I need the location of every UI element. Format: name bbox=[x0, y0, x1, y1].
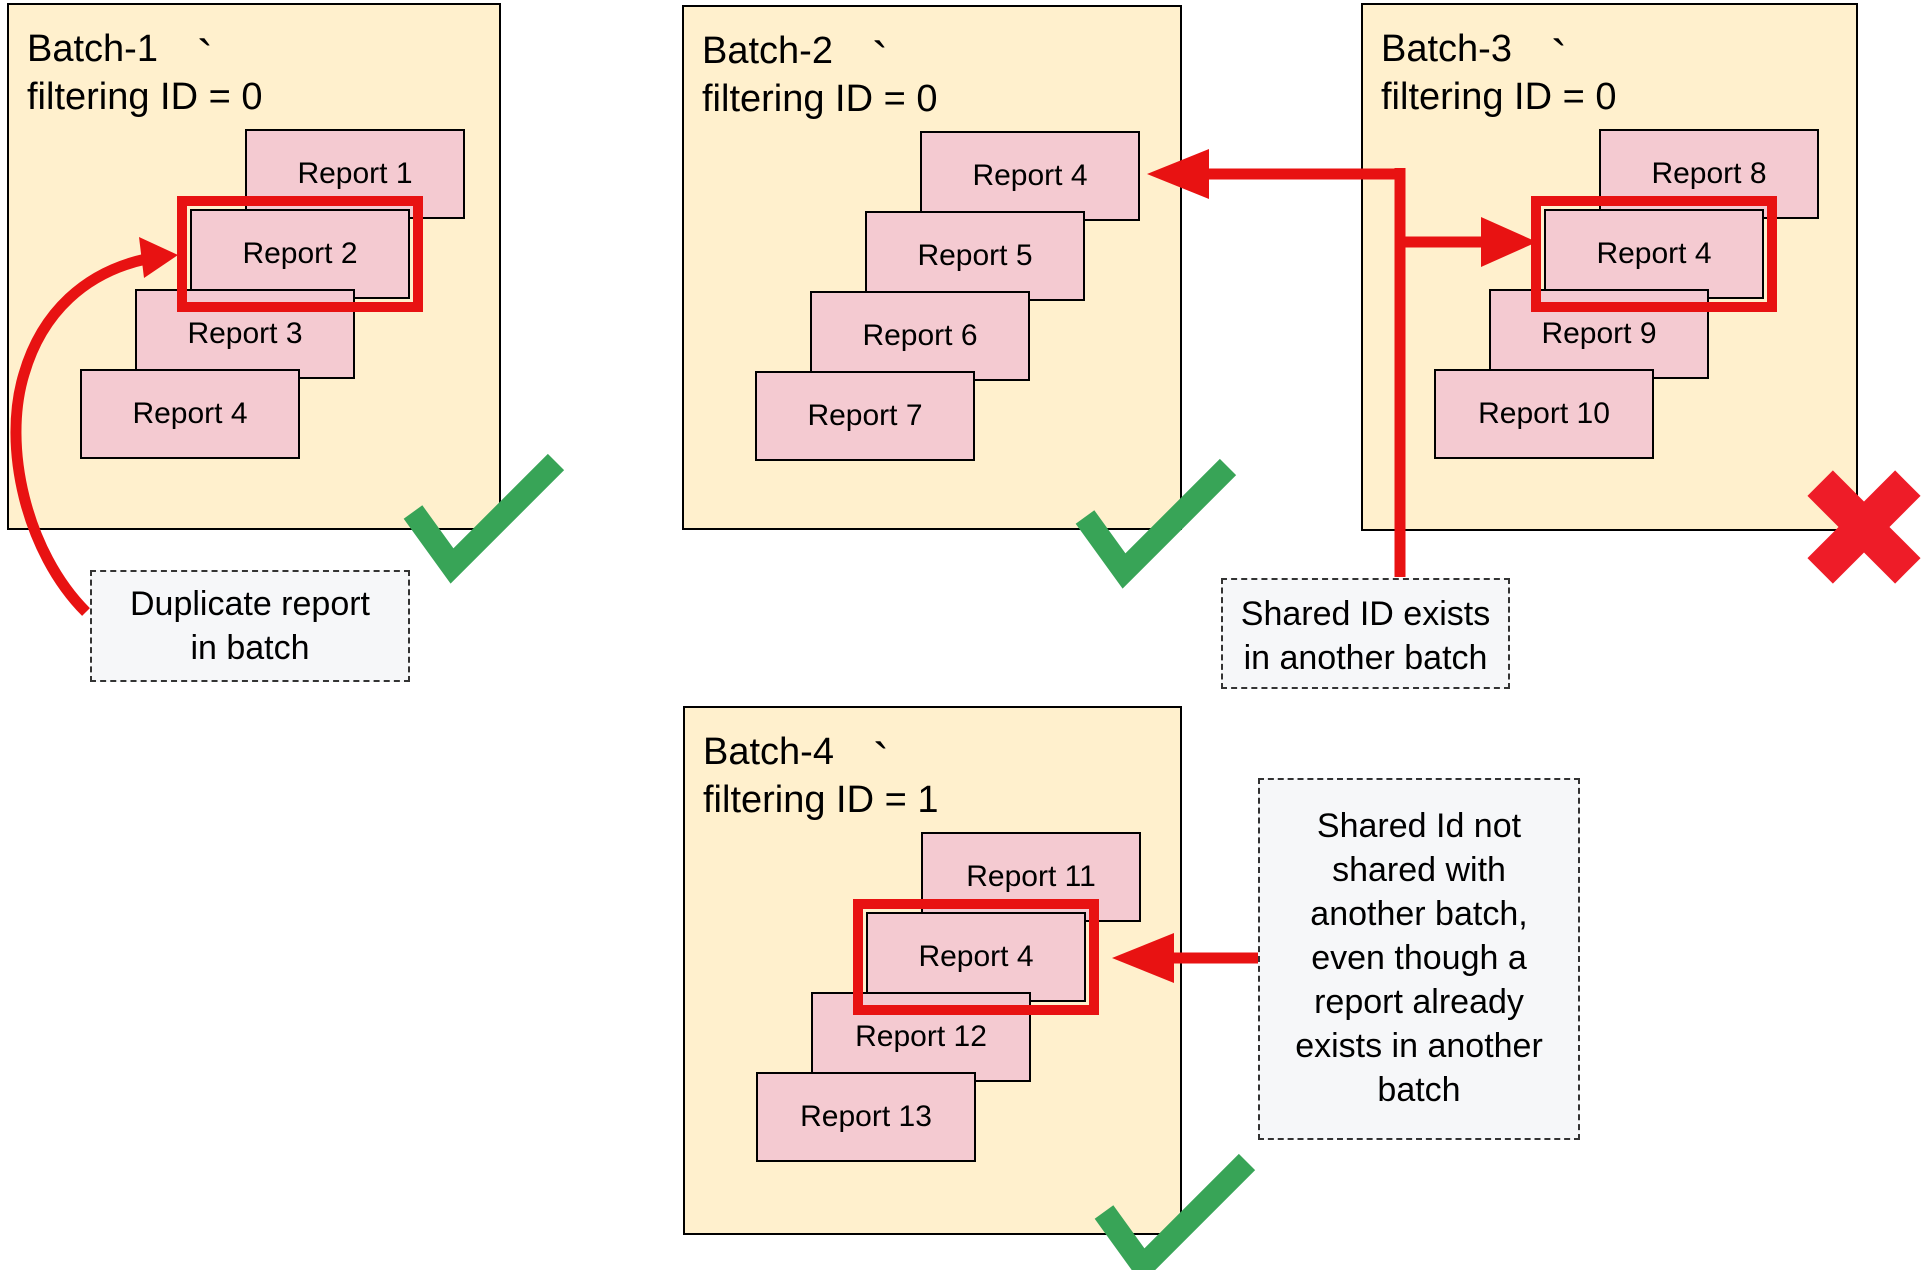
note-duplicate-report: Duplicate report in batch bbox=[90, 570, 410, 682]
report-label: Report 4 bbox=[1596, 237, 1712, 270]
note-line: Duplicate report bbox=[129, 585, 370, 623]
report-label: Report 7 bbox=[807, 399, 923, 432]
report-card: Report 13 bbox=[756, 1072, 976, 1162]
batch-4-filter-id: filtering ID = 1 bbox=[703, 779, 939, 821]
stray-tick: ` bbox=[873, 735, 889, 788]
batch-1-title: Batch-1 filtering ID = 0 bbox=[27, 25, 263, 121]
report-label: Report 4 bbox=[972, 159, 1088, 192]
report-label: Report 10 bbox=[1478, 397, 1610, 430]
report-card: Report 4 bbox=[1544, 209, 1764, 299]
report-label: Report 1 bbox=[297, 157, 413, 190]
report-label: Report 4 bbox=[918, 940, 1034, 973]
report-label: Report 8 bbox=[1651, 157, 1767, 190]
note-line: even though a bbox=[1311, 939, 1527, 977]
note-line: Shared ID exists bbox=[1240, 595, 1491, 633]
duplicate-report-highlight-box bbox=[177, 196, 423, 312]
batch-2-name: Batch-2 bbox=[702, 30, 833, 72]
note-shared-id-not-shared: Shared Id not shared with another batch,… bbox=[1258, 778, 1580, 1140]
report-label: Report 6 bbox=[862, 319, 978, 352]
report-label: Report 2 bbox=[242, 237, 358, 270]
note-line: shared with bbox=[1332, 851, 1506, 889]
stray-tick: ` bbox=[1551, 32, 1567, 85]
report-card: Report 4 bbox=[920, 131, 1140, 221]
batch-2-title: Batch-2 filtering ID = 0 bbox=[702, 27, 938, 123]
stray-tick: ` bbox=[197, 32, 213, 85]
report-label: Report 3 bbox=[187, 317, 303, 350]
batch-3-title: Batch-3 filtering ID = 0 bbox=[1381, 25, 1617, 121]
report-label: Report 5 bbox=[917, 239, 1033, 272]
batch-3-filter-id: filtering ID = 0 bbox=[1381, 76, 1617, 118]
batch-2-filter-id: filtering ID = 0 bbox=[702, 78, 938, 120]
report-label: Report 9 bbox=[1541, 317, 1657, 350]
note-line: report already bbox=[1314, 983, 1524, 1021]
report-card: Report 5 bbox=[865, 211, 1085, 301]
note-line: another batch, bbox=[1310, 895, 1528, 933]
note-line: in batch bbox=[190, 629, 310, 667]
batch-4-name: Batch-4 bbox=[703, 731, 834, 773]
note-line: in another batch bbox=[1243, 639, 1488, 677]
report-card: Report 4 bbox=[80, 369, 300, 459]
shared-report-highlight-box bbox=[1531, 196, 1777, 312]
batch-3-name: Batch-3 bbox=[1381, 28, 1512, 70]
batch-1-box: Batch-1 filtering ID = 0 ` Report 1 Repo… bbox=[7, 3, 501, 530]
batch-4-title: Batch-4 filtering ID = 1 bbox=[703, 728, 939, 824]
report-card: Report 4 bbox=[866, 912, 1086, 1002]
note-shared-id-exists: Shared ID exists in another batch bbox=[1221, 578, 1510, 689]
report-card: Report 6 bbox=[810, 291, 1030, 381]
batch-1-name: Batch-1 bbox=[27, 28, 158, 70]
batch-3-box: Batch-3 filtering ID = 0 ` Report 8 Repo… bbox=[1361, 3, 1858, 531]
note-line: batch bbox=[1377, 1071, 1461, 1109]
note-line: exists in another bbox=[1295, 1027, 1543, 1065]
report-card: Report 7 bbox=[755, 371, 975, 461]
stray-tick: ` bbox=[872, 34, 888, 87]
batch-2-box: Batch-2 filtering ID = 0 ` Report 4 Repo… bbox=[682, 5, 1182, 530]
report-label: Report 13 bbox=[800, 1100, 932, 1133]
batch-4-box: Batch-4 filtering ID = 1 ` Report 11 Rep… bbox=[683, 706, 1182, 1235]
report-label: Report 12 bbox=[855, 1020, 987, 1053]
note-line: Shared Id not bbox=[1316, 807, 1522, 845]
report-label: Report 4 bbox=[132, 397, 248, 430]
not-shared-report-highlight-box bbox=[853, 899, 1099, 1015]
batch-1-filter-id: filtering ID = 0 bbox=[27, 76, 263, 118]
report-card: Report 10 bbox=[1434, 369, 1654, 459]
report-label: Report 11 bbox=[966, 860, 1096, 893]
